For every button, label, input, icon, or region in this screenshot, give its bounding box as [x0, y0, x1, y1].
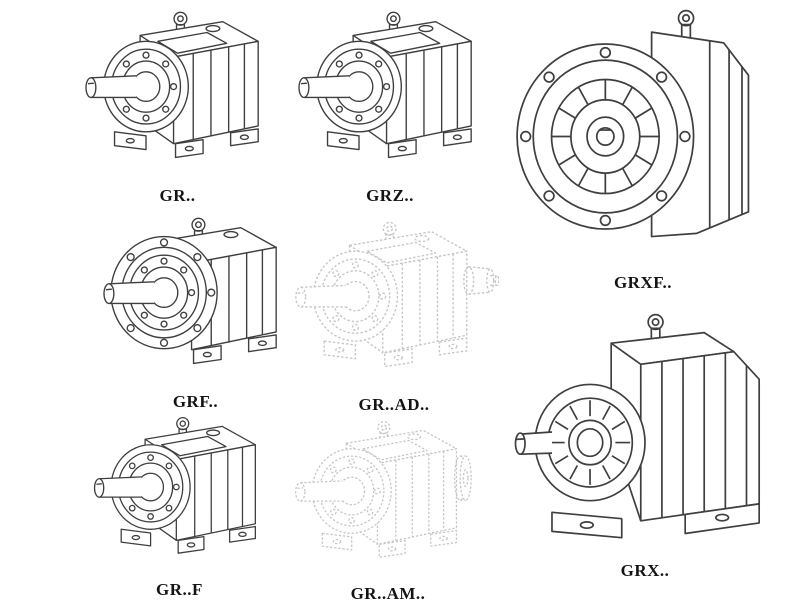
gearbox-drawing-grf	[103, 217, 277, 365]
gearbox-drawing-grx	[514, 313, 761, 539]
model-label-grz: GRZ..	[366, 186, 414, 205]
gearbox-drawing-gr-am	[295, 421, 472, 558]
model-figure-grf: GRF..	[88, 208, 303, 412]
model-label-grxf: GRXF..	[613, 273, 673, 292]
model-label-gr-f: GR..F	[156, 580, 203, 599]
gearbox-drawing-gr	[85, 11, 259, 159]
gearbox-drawing-gr-ad	[295, 221, 499, 368]
model-figure-gr-f: GR..F	[72, 408, 287, 600]
model-figure-gr-am: GR..AM..	[282, 412, 494, 600]
model-label-grx: GRX..	[620, 561, 670, 580]
model-label-gr-ad: GR..AD..	[358, 395, 430, 414]
gearbox-drawing-gr-f	[93, 417, 256, 554]
model-figure-gr: GR..	[70, 2, 285, 206]
gearbox-drawing-grz	[297, 11, 472, 159]
model-figure-grx: GRX..	[495, 305, 795, 581]
model-label-grf: GRF..	[172, 392, 219, 411]
model-label-gr-am: GR..AM..	[350, 584, 426, 600]
model-figure-grz: GRZ..	[290, 2, 490, 206]
model-figure-grxf: GRXF..	[498, 2, 788, 293]
gearbox-drawing-grxf	[516, 9, 750, 238]
model-figure-gr-ad: GR..AD..	[288, 212, 500, 415]
model-label-gr: GR..	[159, 186, 196, 205]
